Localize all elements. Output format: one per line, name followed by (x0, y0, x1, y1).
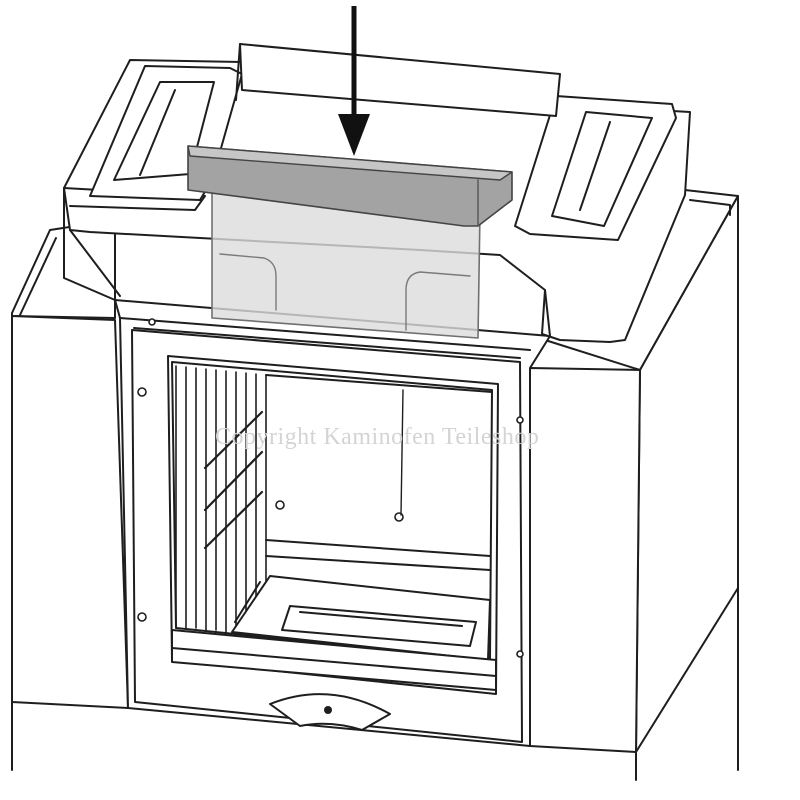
air-bar-hooks (203, 410, 264, 550)
right-side-front (529, 367, 641, 753)
down-arrow-icon (338, 6, 370, 156)
air-control-knob (324, 706, 332, 714)
left-side-front (11, 315, 129, 709)
ash-lip (171, 629, 497, 691)
door-screws (137, 318, 524, 658)
back-firebrick (265, 374, 493, 393)
back-plate (239, 43, 561, 117)
highlighted-deflector-top (187, 145, 513, 181)
